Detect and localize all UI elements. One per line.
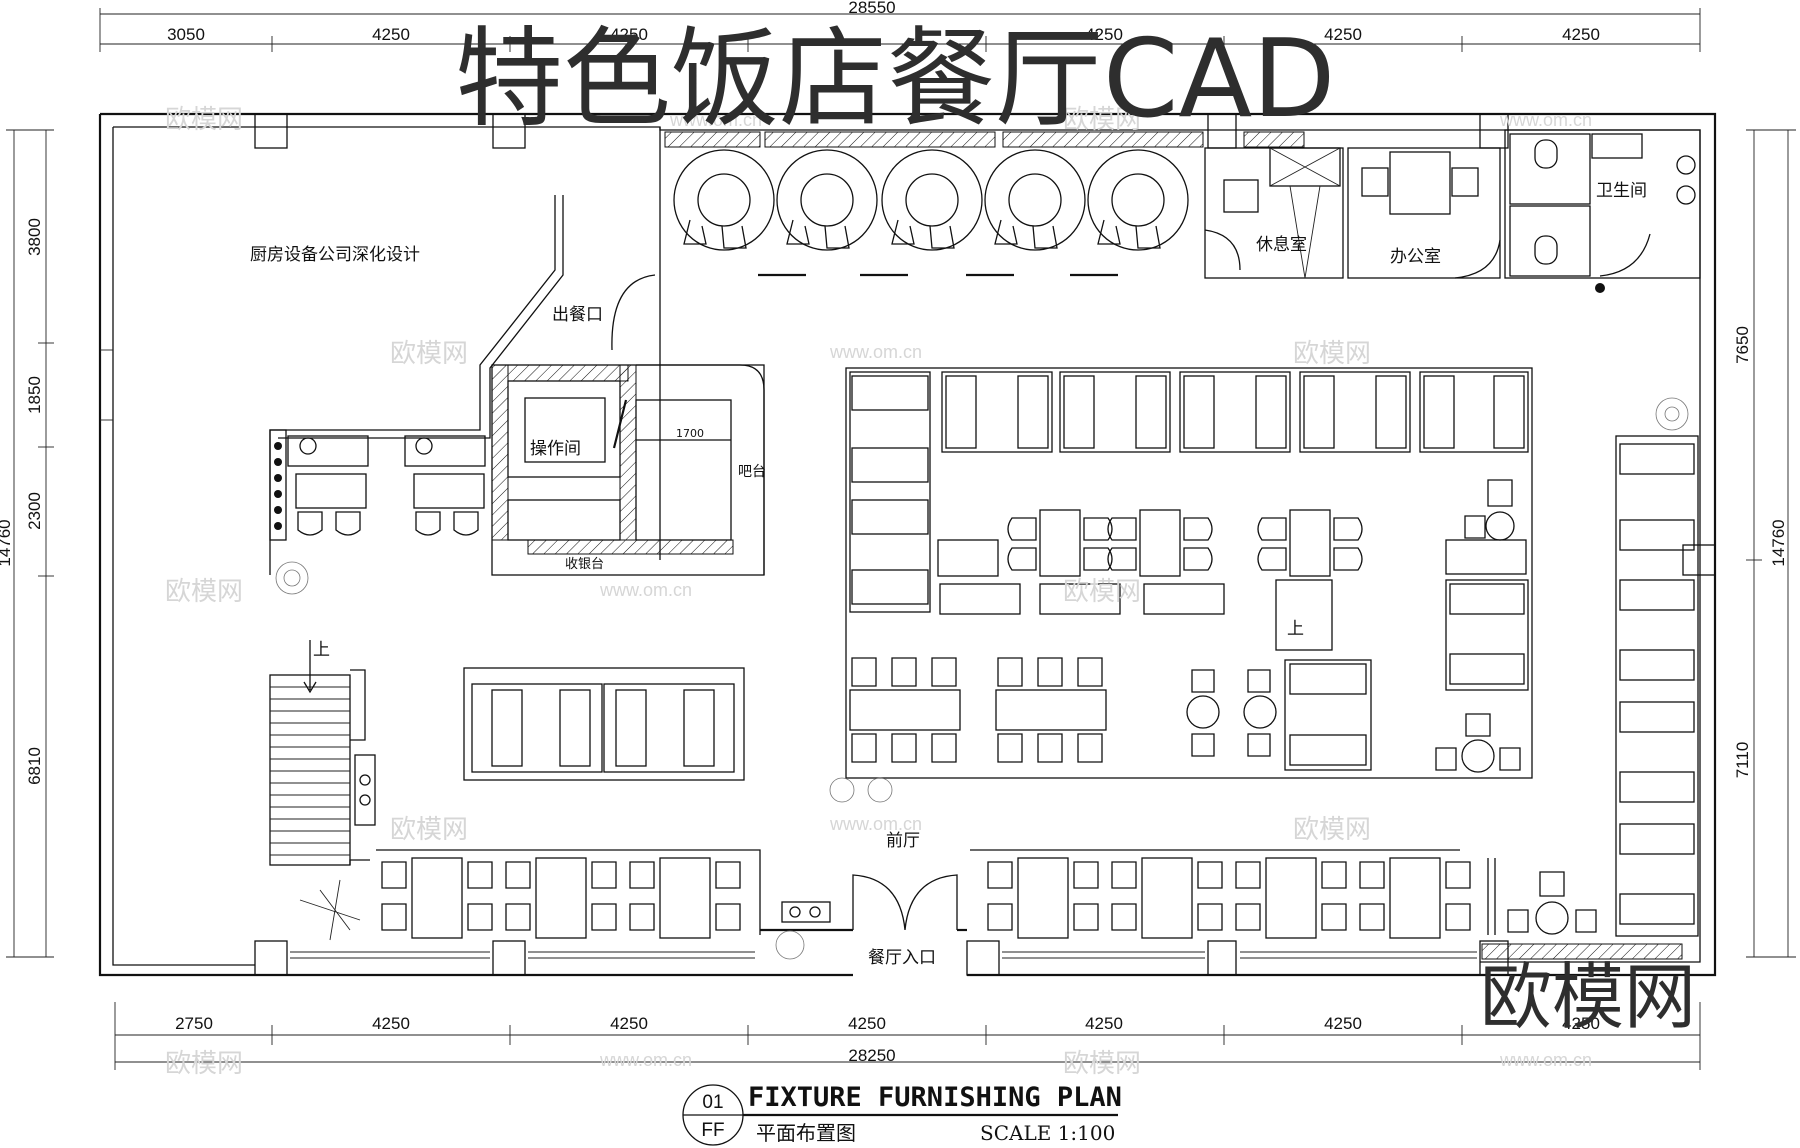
dim-bottom-6: 4250: [1324, 1014, 1362, 1033]
dim-bottom-1: 2750: [175, 1014, 213, 1033]
office-label: 办公室: [1390, 247, 1441, 267]
title-overlay: 特色饭店餐厅CAD: [455, 17, 1335, 142]
dim-right-total: 14760: [1769, 519, 1788, 566]
serving-window-label: 出餐口: [552, 305, 603, 325]
kitchen-label: 厨房设备公司深化设计: [250, 245, 420, 265]
lounge-label: 休息室: [1256, 235, 1307, 255]
cashier-label: 收银台: [565, 557, 604, 572]
dim-left-4: 6810: [25, 747, 44, 785]
plant-icon: [275, 561, 309, 595]
drawing-number: 01: [702, 1092, 723, 1113]
watermark-5: 欧模网: [165, 577, 243, 607]
dim-right-2: 7110: [1733, 742, 1752, 779]
dimension-left: 3800 1850 2300 6810 14760: [0, 129, 54, 958]
bottom-dining-row: [376, 849, 1597, 939]
dim-top-6: 4250: [1562, 25, 1600, 44]
office-room: 办公室: [1347, 147, 1501, 279]
watermark-3: 欧模网: [390, 339, 468, 369]
dim-bottom-3: 4250: [610, 1014, 648, 1033]
dim-top-4: 4250: [1085, 25, 1123, 44]
kitchen-area: 厨房设备公司深化设计 出餐口: [250, 195, 656, 595]
right-wall-booths: [1615, 397, 1699, 937]
dim-right-1: 7650: [1733, 326, 1752, 364]
dim-left-total: 14760: [0, 519, 14, 566]
central-dining: 上: [845, 367, 1533, 779]
drawing-code: FF: [701, 1120, 724, 1141]
dim-left-2: 1850: [25, 376, 44, 414]
dim-top-total: 28550: [848, 0, 895, 17]
operation-room: 操作间 收银台 1700 吧台: [491, 364, 766, 576]
lounge-room: 休息室: [1204, 147, 1344, 279]
stairs-left: 上: [269, 640, 376, 941]
watermark-8: 欧模网: [1293, 815, 1371, 845]
watermarks: 欧模网 欧模网 欧模网 欧模网 欧模网 欧模网 欧模网 欧模网 欧模网 欧模网 …: [165, 105, 1592, 1079]
watermark-url-1: www.om.cn: [669, 110, 762, 130]
dim-top-3: 4250: [610, 25, 648, 44]
bar-label: 吧台: [738, 464, 766, 480]
watermark-url-6: www.om.cn: [599, 1050, 692, 1070]
watermark-10: 欧模网: [1063, 1049, 1141, 1079]
watermark-4: 欧模网: [1293, 339, 1371, 369]
dimension-right: 7650 7110 14760: [1733, 129, 1796, 958]
watermark-url-7: www.om.cn: [1499, 1050, 1592, 1070]
watermark-2: 欧模网: [1063, 105, 1141, 135]
dim-bottom-2: 4250: [372, 1014, 410, 1033]
watermark-url-4: www.om.cn: [599, 580, 692, 600]
entrance-plant-icon: [775, 777, 893, 960]
dim-left-3: 2300: [25, 492, 44, 530]
watermark-url-3: www.om.cn: [829, 342, 922, 362]
sofa-booth-center-left: [463, 667, 745, 781]
dim-top-5: 4250: [1324, 25, 1362, 44]
dimension-top: 28550 3050 4250 4250 4250 4250 4250: [99, 0, 1701, 52]
entrance-label: 餐厅入口: [868, 948, 936, 968]
dim-top-2: 4250: [372, 25, 410, 44]
watermark-7: 欧模网: [390, 815, 468, 845]
dim-top-1: 3050: [167, 25, 205, 44]
dim-bottom-4: 4250: [848, 1014, 886, 1033]
plant-icon-right: [1655, 397, 1689, 431]
watermark-url-2: www.om.cn: [1499, 110, 1592, 130]
stair-up-left-label: 上: [313, 640, 330, 660]
drawing-title: FIXTURE FURNISHING PLAN: [748, 1082, 1122, 1113]
top-round-booths: [673, 149, 1189, 277]
operation-room-label: 操作间: [530, 439, 581, 459]
brand-logo-text: 欧模网: [1480, 955, 1696, 1039]
outer-walls: [98, 112, 1717, 977]
watermark-6: 欧模网: [1063, 577, 1141, 607]
bar-length-label: 1700: [676, 427, 704, 440]
dimension-bottom: 2750 4250 4250 4250 4250 4250 4250 28250: [114, 1002, 1701, 1070]
watermark-9: 欧模网: [165, 1049, 243, 1079]
entrance-area: 前厅 餐厅入口: [760, 777, 967, 968]
restroom: 卫生间: [1504, 129, 1701, 293]
drawing-subtitle: 平面布置图: [756, 1121, 856, 1145]
title-block: 01 FF FIXTURE FURNISHING PLAN 平面布置图 SCAL…: [682, 1082, 1122, 1146]
kitchen-desk-2: [404, 435, 486, 536]
front-hall-label: 前厅: [886, 831, 920, 851]
dim-bottom-total: 28250: [848, 1046, 895, 1065]
restroom-label: 卫生间: [1596, 181, 1647, 201]
drawing-scale: SCALE 1:100: [980, 1121, 1115, 1145]
dim-bottom-7: 4250: [1562, 1014, 1600, 1033]
watermark-1: 欧模网: [165, 105, 243, 135]
dim-bottom-5: 4250: [1085, 1014, 1123, 1033]
kitchen-desk-1: [287, 435, 369, 536]
stair-up-mid-label: 上: [1287, 619, 1304, 639]
dim-left-1: 3800: [25, 218, 44, 256]
watermark-url-5: www.om.cn: [829, 814, 922, 834]
